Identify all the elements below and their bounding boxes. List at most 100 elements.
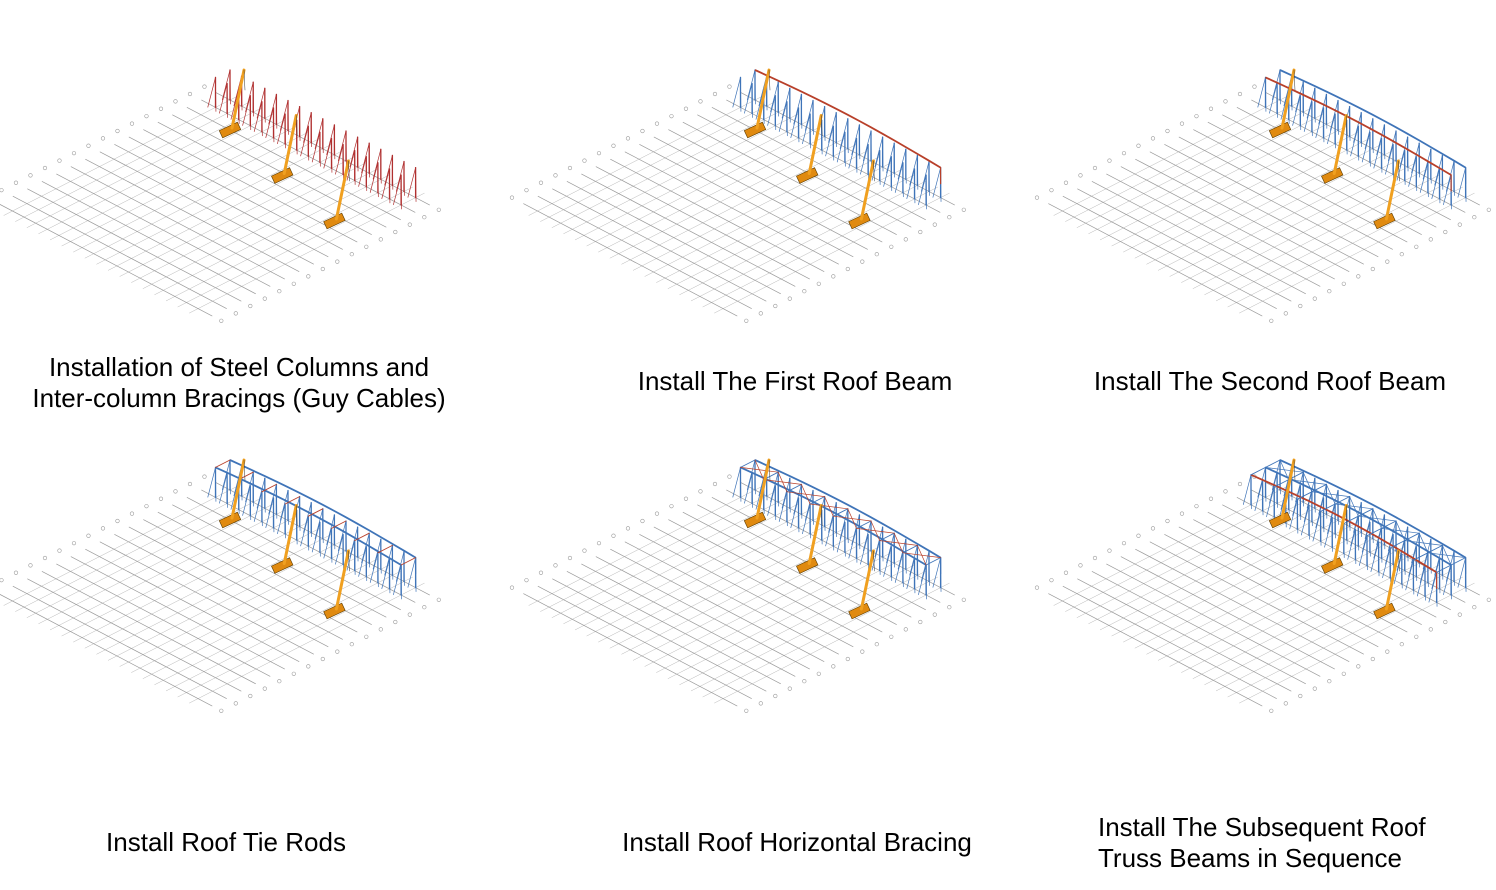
grid-line bbox=[1169, 546, 1405, 667]
guy-cable bbox=[314, 118, 324, 149]
crane-truck bbox=[1268, 121, 1292, 139]
tie-rod bbox=[1389, 540, 1406, 549]
crane-truck bbox=[1321, 167, 1344, 184]
crane-boom bbox=[282, 114, 298, 176]
grid-bubble bbox=[903, 627, 908, 632]
grid-line bbox=[84, 138, 321, 259]
crane-3 bbox=[1373, 549, 1400, 620]
grid-line bbox=[166, 180, 402, 302]
guy-cable bbox=[1312, 511, 1321, 542]
tie-rod bbox=[1412, 552, 1429, 561]
crane-hook-line bbox=[820, 115, 823, 136]
grid-bubble bbox=[219, 708, 224, 713]
guy-cable bbox=[1434, 545, 1443, 576]
grid-line bbox=[1181, 552, 1417, 673]
grid-bubble bbox=[918, 619, 923, 625]
step-6-caption: Install The Subsequent Roof Truss Beams … bbox=[1098, 812, 1426, 873]
crane-hook-line bbox=[873, 160, 875, 182]
grid-line bbox=[154, 174, 390, 295]
grid-line bbox=[551, 107, 788, 228]
grid-bubble bbox=[1179, 121, 1185, 126]
grid-line bbox=[1216, 180, 1452, 302]
crane-3 bbox=[848, 549, 875, 620]
bracing-diagonal bbox=[832, 515, 872, 522]
grid-bubble bbox=[654, 511, 660, 516]
grid-bubble bbox=[1399, 252, 1404, 257]
floor-grid bbox=[0, 474, 441, 713]
grid-line bbox=[1053, 95, 1289, 216]
grid-bubble bbox=[1063, 180, 1069, 185]
grid-bubble bbox=[320, 266, 325, 272]
guy-cable bbox=[804, 100, 814, 131]
grid-line bbox=[1053, 485, 1289, 606]
grid-line bbox=[1204, 564, 1440, 685]
guy-cable bbox=[1315, 107, 1324, 138]
grid-bubble bbox=[393, 619, 398, 625]
guy-cable bbox=[897, 538, 907, 570]
grid-bubble bbox=[816, 281, 821, 286]
guy-cable bbox=[1303, 491, 1313, 522]
grid-line bbox=[26, 497, 263, 618]
grid-bubble bbox=[187, 91, 193, 97]
guy-cable bbox=[1434, 155, 1443, 186]
tie-rod bbox=[307, 508, 324, 517]
grid-line bbox=[73, 131, 309, 253]
roof-beam bbox=[740, 466, 927, 566]
tie-rod bbox=[1311, 483, 1327, 493]
guy-cable bbox=[839, 118, 849, 149]
guy-cable bbox=[1292, 95, 1301, 126]
guy-cable bbox=[1445, 161, 1455, 192]
tie-rod bbox=[261, 483, 277, 493]
grid-bubble bbox=[86, 533, 91, 538]
grid-line bbox=[189, 582, 425, 704]
guy-cable bbox=[300, 125, 309, 157]
grid-bubble bbox=[291, 671, 296, 676]
grid-bubble bbox=[596, 541, 602, 546]
guy-cable bbox=[221, 69, 231, 101]
grid-bubble bbox=[1107, 548, 1112, 553]
grid-bubble bbox=[86, 143, 91, 148]
grid-line bbox=[84, 528, 321, 649]
crane-hook-line bbox=[348, 550, 350, 572]
crane-boom bbox=[230, 68, 246, 130]
horizontal-bracing bbox=[740, 459, 941, 566]
guy-cable bbox=[746, 459, 756, 491]
grid-bubble bbox=[233, 311, 238, 316]
guy-cable bbox=[326, 124, 335, 155]
crane-truck bbox=[271, 557, 294, 574]
guy-cable bbox=[1358, 535, 1368, 566]
grid-bubble bbox=[1312, 296, 1317, 301]
grid-bubble bbox=[1136, 143, 1141, 148]
crane-truck bbox=[743, 121, 767, 139]
tie-rod bbox=[1334, 496, 1351, 505]
step-3-drawing bbox=[1034, 68, 1491, 323]
guy-cable bbox=[874, 136, 883, 168]
grid-line bbox=[177, 576, 413, 698]
grid-line bbox=[1239, 582, 1475, 704]
grid-bubble bbox=[582, 548, 587, 553]
guy-cable bbox=[1387, 130, 1397, 162]
tie-rod bbox=[1273, 479, 1290, 488]
grid-bubble bbox=[1034, 195, 1040, 200]
grid-bubble bbox=[744, 318, 749, 323]
guy-cable bbox=[1327, 503, 1336, 535]
guy-cable bbox=[393, 564, 402, 596]
guy-cable bbox=[897, 148, 907, 180]
grid-line bbox=[0, 594, 213, 707]
grid-line bbox=[656, 162, 892, 283]
grid-bubble bbox=[1078, 173, 1083, 178]
grid-bubble bbox=[219, 318, 224, 323]
guy-cable bbox=[732, 77, 741, 108]
crane-hook-line bbox=[768, 69, 771, 91]
guy-cable bbox=[335, 534, 344, 565]
grid-bubble bbox=[393, 229, 398, 235]
guy-cable bbox=[1269, 473, 1278, 504]
step-4-panel bbox=[0, 435, 470, 725]
grid-line bbox=[691, 570, 927, 692]
grid-line bbox=[1227, 186, 1463, 308]
tie-rod bbox=[377, 544, 393, 554]
guy-cable bbox=[894, 552, 904, 583]
grid-bubble bbox=[1341, 671, 1346, 676]
grid-line bbox=[1065, 491, 1301, 612]
step-2-panel bbox=[509, 45, 995, 335]
